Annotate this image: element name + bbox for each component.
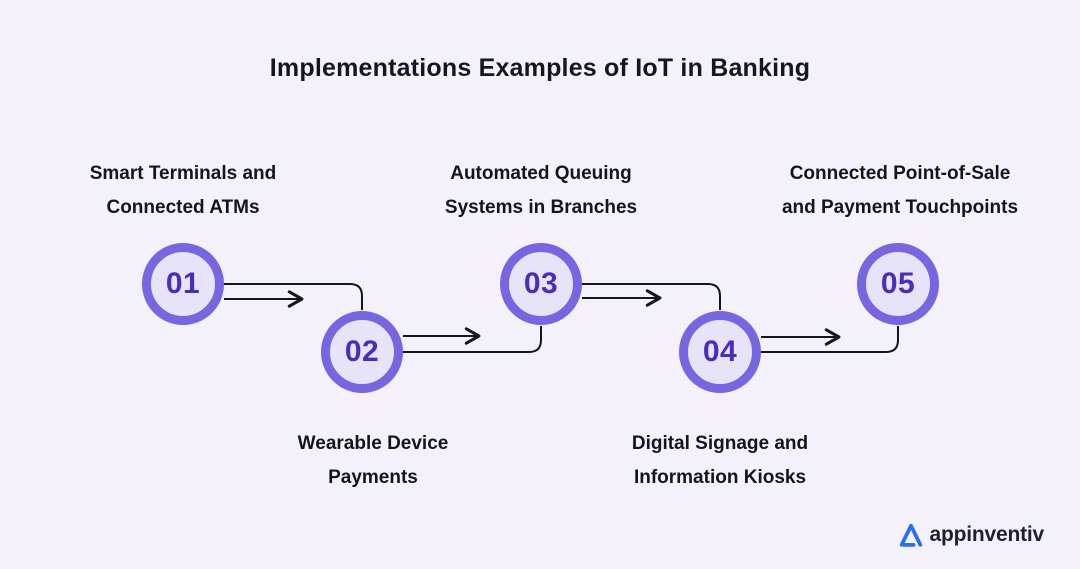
step-label-3-line2: Systems in Branches xyxy=(444,197,638,218)
step-number-3: 03 xyxy=(523,267,559,300)
connector-3-4 xyxy=(582,283,721,310)
appinventiv-logo: appinventiv xyxy=(897,521,1045,549)
step-circle-2: 02 xyxy=(321,311,403,393)
step-label-2: Wearable Device Payments xyxy=(203,427,543,495)
step-label-2-line1: Wearable Device xyxy=(297,433,449,454)
step-label-3-line1: Automated Queuing xyxy=(450,163,632,184)
step-number-4: 04 xyxy=(702,335,738,368)
step-number-1: 01 xyxy=(165,267,201,300)
step-label-3: Automated Queuing Systems in Branches xyxy=(371,157,711,225)
step-label-2-line2: Payments xyxy=(328,467,418,488)
step-circle-1: 01 xyxy=(142,243,224,325)
step-label-4: Digital Signage and Information Kiosks xyxy=(550,427,890,495)
appinventiv-logo-icon xyxy=(899,523,922,547)
step-label-5-line2: and Payment Touchpoints xyxy=(781,197,1019,218)
step-label-1-line1: Smart Terminals and xyxy=(89,163,277,184)
connector-4-5 xyxy=(761,326,899,353)
step-label-1-line2: Connected ATMs xyxy=(106,197,260,218)
step-number-2: 02 xyxy=(344,335,380,368)
step-circle-5: 05 xyxy=(857,243,939,325)
step-number-5: 05 xyxy=(880,267,916,300)
step-label-5-line1: Connected Point-of-Sale xyxy=(789,163,1011,184)
step-label-4-line1: Digital Signage and xyxy=(631,433,809,454)
connector-2-3 xyxy=(403,326,542,353)
page-title: Implementations Examples of IoT in Banki… xyxy=(269,54,811,82)
step-label-5: Connected Point-of-Sale and Payment Touc… xyxy=(730,157,1070,225)
step-circle-3: 03 xyxy=(500,243,582,325)
connector-1-2 xyxy=(224,283,363,310)
step-circle-4: 04 xyxy=(679,311,761,393)
appinventiv-logo-text: appinventiv xyxy=(929,523,1045,546)
step-label-4-line2: Information Kiosks xyxy=(633,467,807,488)
step-label-1: Smart Terminals and Connected ATMs xyxy=(13,157,353,225)
